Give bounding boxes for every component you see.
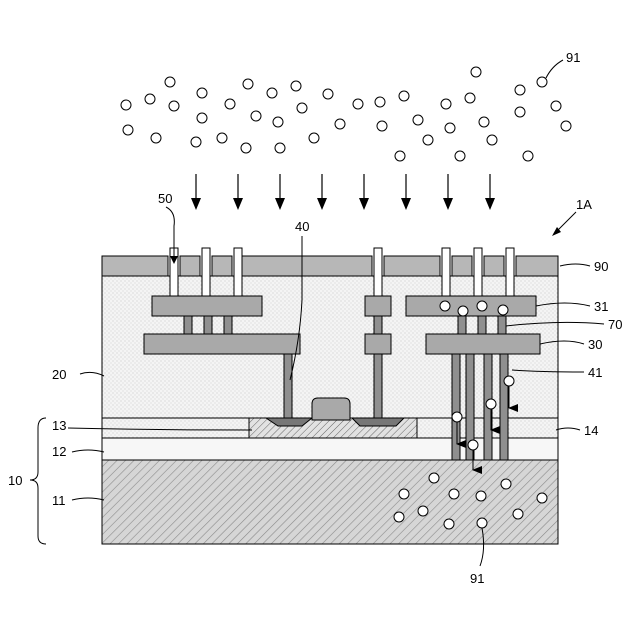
substrate-layer-11 [102, 460, 558, 544]
particle [241, 143, 251, 153]
label-90: 90 [594, 259, 608, 274]
particle [515, 107, 525, 117]
label-40: 40 [295, 219, 309, 234]
down-arrow-head [443, 198, 453, 210]
particle [275, 143, 285, 153]
electrode-31 [406, 296, 536, 316]
label-11: 11 [52, 493, 66, 508]
particle [225, 99, 235, 109]
particle [441, 99, 451, 109]
particle [217, 133, 227, 143]
particle [291, 81, 301, 91]
particle [267, 88, 277, 98]
label-31: 31 [594, 299, 608, 314]
particle [479, 117, 489, 127]
label-91-bottom: 91 [470, 571, 484, 586]
label-14: 14 [584, 423, 598, 438]
particle [151, 133, 161, 143]
particle [465, 93, 475, 103]
particle [273, 117, 283, 127]
label-20: 20 [52, 367, 66, 382]
down-arrow-head [191, 198, 201, 210]
down-arrow-head [275, 198, 285, 210]
particle [551, 101, 561, 111]
particle [165, 77, 175, 87]
gate-bump [312, 398, 350, 420]
particle [191, 137, 201, 147]
particle [309, 133, 319, 143]
particle [169, 101, 179, 111]
particle [251, 111, 261, 121]
particle [413, 115, 423, 125]
particle [561, 121, 571, 131]
label-1a: 1A [576, 197, 592, 212]
down-arrow-head [485, 198, 495, 210]
particle [537, 77, 547, 87]
label-10: 10 [8, 473, 22, 488]
particle [399, 91, 409, 101]
label-91-top: 91 [566, 50, 580, 65]
particle [297, 103, 307, 113]
particle [197, 88, 207, 98]
particle [455, 151, 465, 161]
particle [335, 119, 345, 129]
particle [515, 85, 525, 95]
label-41: 41 [588, 365, 602, 380]
down-arrow-head [317, 198, 327, 210]
incoming-arrows [191, 174, 495, 210]
particle [395, 151, 405, 161]
particle [323, 89, 333, 99]
particle [487, 135, 497, 145]
particle [445, 123, 455, 133]
particle [145, 94, 155, 104]
particle [121, 100, 131, 110]
particle [523, 151, 533, 161]
down-arrow-head [401, 198, 411, 210]
gate-dark-base-right [352, 418, 404, 426]
particle [243, 79, 253, 89]
label-50: 50 [158, 191, 172, 206]
label-70: 70 [608, 317, 622, 332]
label-12: 12 [52, 444, 66, 459]
down-arrow-head [233, 198, 243, 210]
particle-cloud [121, 67, 571, 161]
down-arrow-head [359, 198, 369, 210]
particle [423, 135, 433, 145]
electrode-30 [426, 334, 540, 354]
particle [123, 125, 133, 135]
particle [471, 67, 481, 77]
particle [197, 113, 207, 123]
label-13: 13 [52, 418, 66, 433]
label-30: 30 [588, 337, 602, 352]
particle [377, 121, 387, 131]
particle [375, 97, 385, 107]
particle [353, 99, 363, 109]
